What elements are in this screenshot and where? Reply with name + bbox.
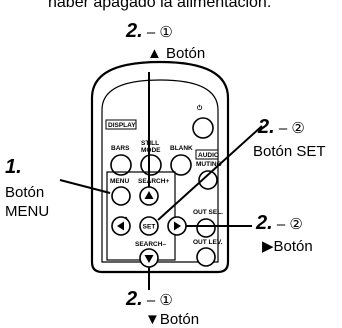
callout-down: 2. – ① xyxy=(126,288,173,310)
callout-right: 2. – ② xyxy=(256,212,303,234)
set-button xyxy=(139,216,159,236)
callout-right-text: ▶Botón xyxy=(262,238,313,255)
menu-button xyxy=(111,186,131,206)
mode-label: MODE xyxy=(141,147,161,154)
up-button-label: Botón xyxy=(161,45,206,62)
muting-button xyxy=(198,170,218,190)
blank-label: BLANK xyxy=(170,145,193,152)
left-arrow-icon xyxy=(117,221,124,231)
step-number: 2. xyxy=(256,212,273,234)
display-label: DISPLAY xyxy=(108,122,136,129)
audio-label-box xyxy=(195,149,219,160)
step-sub: – ② xyxy=(272,216,303,233)
set-button-label: Botón SET xyxy=(253,143,326,160)
down-triangle-icon: ▼ xyxy=(145,311,160,328)
right-triangle-icon: ▶ xyxy=(262,238,274,255)
power-button xyxy=(192,117,214,139)
blank-button xyxy=(170,154,192,176)
bars-button xyxy=(110,154,132,176)
callout-up-text: ▲ Botón xyxy=(147,45,205,62)
menu-button-label-line1: Botón xyxy=(5,184,45,201)
callout-set: 2. – ② xyxy=(258,116,305,138)
out-sel-button xyxy=(196,218,216,238)
step-sub: – ① xyxy=(142,292,173,309)
search-plus-label: SEARCH+ xyxy=(138,178,169,185)
step-sub: – ① xyxy=(142,24,173,41)
leader-menu xyxy=(59,179,111,194)
step-number: 2. xyxy=(258,116,275,138)
menu-button-label-line2: MENU xyxy=(5,203,50,220)
display-label-box xyxy=(105,119,137,130)
audio-label: AUDIO xyxy=(198,152,219,159)
callout-menu: 1. xyxy=(5,156,22,178)
still-mode-button xyxy=(140,154,162,176)
power-label: ⏻ xyxy=(197,104,203,112)
muting-label: MUTING xyxy=(196,161,222,168)
up-arrow-icon xyxy=(144,191,154,199)
down-arrow-icon xyxy=(144,255,154,263)
out-sel-label: OUT SEL. xyxy=(193,209,223,216)
header-cut-text: haber apagado la alimentación. xyxy=(48,0,272,11)
out-lev-button xyxy=(196,247,216,267)
step-number: 1. xyxy=(5,156,22,178)
callout-down-text: ▼Botón xyxy=(145,311,199,328)
remote-inner-panel xyxy=(101,79,219,263)
set-key-label: SET xyxy=(143,224,156,231)
up-triangle-icon: ▲ xyxy=(147,45,162,62)
step-sub: – ② xyxy=(274,120,305,137)
down-button-label: Botón xyxy=(159,311,200,328)
step-number: 2. xyxy=(126,288,143,310)
still-label: STILL xyxy=(141,140,159,147)
leader-set xyxy=(157,125,263,221)
right-arrow-icon xyxy=(174,221,181,231)
menu-label: MENU xyxy=(110,178,129,185)
right-button-label: Botón xyxy=(273,238,313,255)
step-number: 2. xyxy=(126,20,143,42)
callout-up: 2. – ① xyxy=(126,20,173,42)
out-lev-label: OUT LEV. xyxy=(193,239,223,246)
search-minus-label: SEARCH– xyxy=(135,241,166,248)
bars-label: BARS xyxy=(111,145,130,152)
